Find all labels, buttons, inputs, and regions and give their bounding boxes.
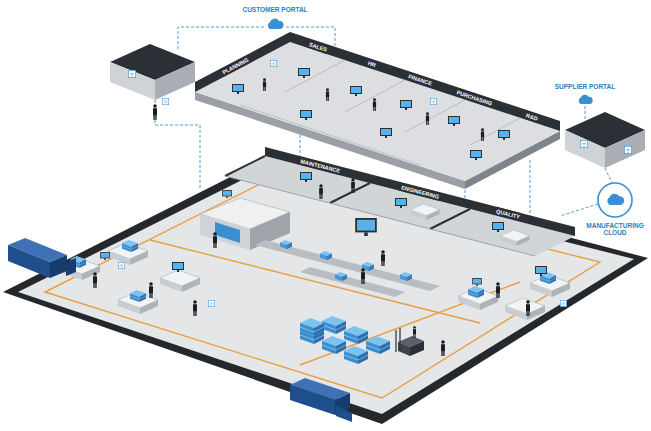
portal-title: SUPPLIER PORTAL (554, 83, 617, 90)
portal-node: MANUFACTURING CLOUD (582, 222, 648, 237)
portal-title: MANUFACTURING CLOUD (582, 222, 648, 237)
portal-node: SUPPLIER PORTAL (554, 83, 617, 90)
portal-node: CUSTOMER PORTAL (241, 6, 308, 13)
portal-title: CUSTOMER PORTAL (241, 6, 308, 13)
